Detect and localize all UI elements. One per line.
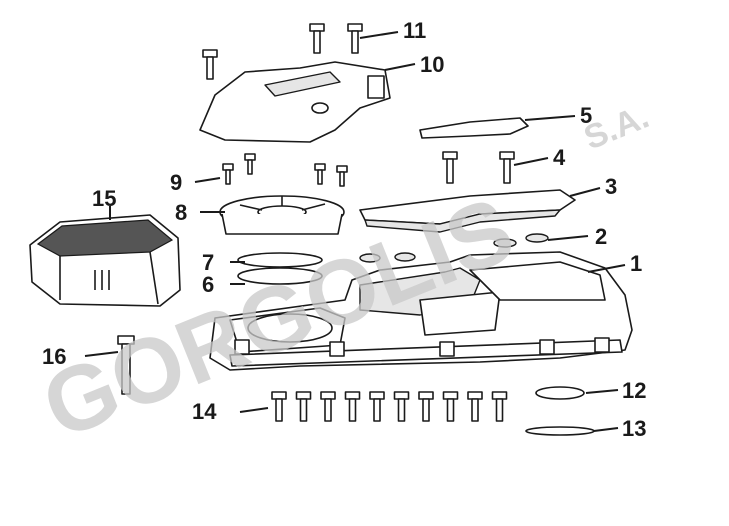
part-15-filter-cover [29, 214, 181, 307]
part-2-clips [359, 233, 549, 263]
bolt-shank [324, 398, 332, 422]
bolt-shank [299, 398, 308, 422]
bolt-shank [275, 398, 283, 422]
bolt-head [467, 391, 483, 400]
callout-7: 7 [202, 250, 214, 275]
bolt-head [393, 391, 410, 400]
callout-15: 15 [92, 186, 116, 211]
part-16-long-bolt [117, 335, 135, 395]
callout-8: 8 [175, 200, 187, 225]
callout-5: 5 [580, 103, 592, 128]
part-3-cover-plate [359, 189, 576, 233]
callout-4: 4 [553, 145, 566, 170]
bolt-shank [446, 398, 455, 422]
callout-13: 13 [622, 416, 646, 441]
bolt-head [271, 391, 287, 400]
part-10-fan-shroud [199, 61, 391, 143]
part-13-seal [525, 426, 595, 436]
part-7-o-ring [237, 252, 323, 268]
callout-2: 2 [595, 224, 607, 249]
callout-16: 16 [42, 344, 66, 369]
callout-3: 3 [605, 174, 617, 199]
bolt-head [418, 391, 434, 400]
bolt-head [369, 391, 385, 400]
bolt-head [295, 391, 312, 400]
part-8-fan [219, 195, 345, 235]
bolt-shank [373, 398, 381, 422]
bolt-shank [397, 398, 406, 422]
callout-1: 1 [630, 251, 642, 276]
callout-9: 9 [170, 170, 182, 195]
callout-labels: 1 2 3 4 5 6 7 8 9 10 11 12 13 14 15 16 [42, 18, 646, 441]
bolt-head [320, 391, 336, 400]
callout-10: 10 [420, 52, 444, 77]
part-4-bolts [442, 151, 515, 184]
bolt-head [344, 391, 361, 400]
callout-14: 14 [192, 399, 217, 424]
part-1-crankcase-cover [209, 251, 633, 371]
bolt-shank [348, 398, 357, 422]
part-9-bolts [222, 153, 348, 187]
part-5-bracket [419, 117, 529, 139]
leader-lines [84, 31, 626, 432]
part-12-plug [535, 386, 585, 400]
bolt-head [491, 391, 508, 400]
callout-6: 6 [202, 272, 214, 297]
callout-11: 11 [403, 18, 426, 43]
callout-12: 12 [622, 378, 646, 403]
part-14-bolts [271, 391, 508, 422]
part-6-gasket [237, 267, 323, 285]
part-11-bolts [202, 23, 363, 80]
bolt-head [442, 391, 459, 400]
bolt-shank [471, 398, 479, 422]
bolt-shank [422, 398, 430, 422]
bolt-shank [495, 398, 504, 422]
